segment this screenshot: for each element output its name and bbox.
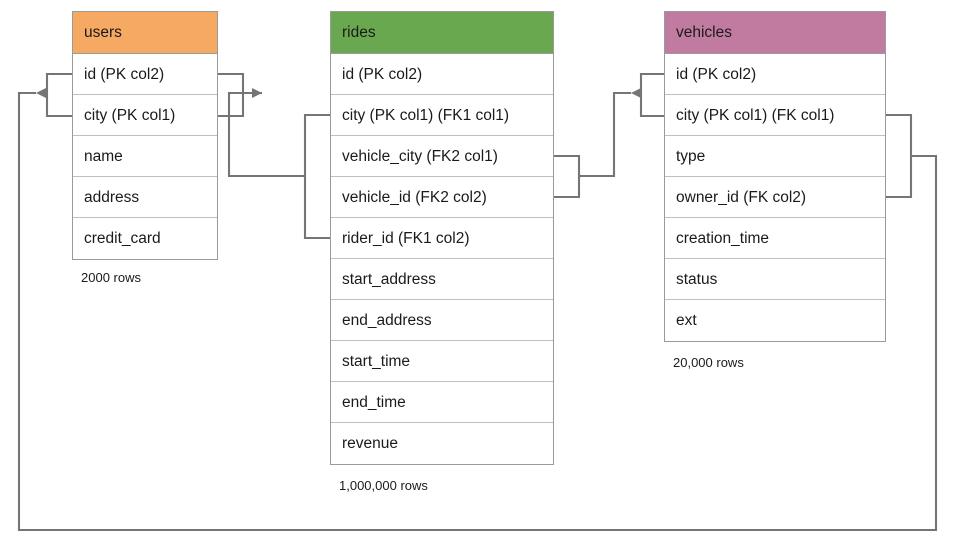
connector-fk1-rides-to-users	[227, 88, 305, 178]
table-vehicles-row-count: 20,000 rows	[673, 355, 744, 370]
table-vehicles-column-status[interactable]: status	[665, 259, 885, 300]
table-rides-column-end-address[interactable]: end_address	[331, 300, 553, 341]
table-rides-column-start-time[interactable]: start_time	[331, 341, 553, 382]
connector-rides-left-bracket-fk1	[303, 113, 330, 240]
connector-rides-right-bracket-fk2	[554, 154, 581, 199]
table-vehicles[interactable]: vehicles id (PK col2) city (PK col1) (FK…	[664, 11, 886, 342]
connector-fk2-rides-to-vehicles	[579, 88, 641, 178]
table-users-column-id[interactable]: id (PK col2)	[73, 54, 217, 95]
connector-vehicles-left-bracket	[639, 72, 664, 118]
table-rides-column-end-time[interactable]: end_time	[331, 382, 553, 423]
table-rides-column-vehicle-id[interactable]: vehicle_id (FK2 col2)	[331, 177, 553, 218]
table-vehicles-column-id[interactable]: id (PK col2)	[665, 54, 885, 95]
table-rides-column-city[interactable]: city (PK col1) (FK1 col1)	[331, 95, 553, 136]
table-users-column-credit-card[interactable]: credit_card	[84, 230, 161, 247]
table-users-header: users	[73, 12, 217, 54]
table-vehicles-column-type[interactable]: type	[665, 136, 885, 177]
connector-vehicles-right-bracket	[886, 113, 913, 199]
table-vehicles-column-ext[interactable]: ext	[676, 312, 697, 329]
table-vehicles-column-city[interactable]: city (PK col1) (FK col1)	[665, 95, 885, 136]
table-rides-column-start-address[interactable]: start_address	[331, 259, 553, 300]
table-rides-column-rider-id[interactable]: rider_id (FK1 col2)	[331, 218, 553, 259]
table-rides-column-id[interactable]: id (PK col2)	[331, 54, 553, 95]
connector-users-right-bracket	[218, 72, 245, 118]
table-users-column-city[interactable]: city (PK col1)	[73, 95, 217, 136]
table-rides[interactable]: rides id (PK col2) city (PK col1) (FK1 c…	[330, 11, 554, 465]
connector-users-left-bracket	[45, 72, 72, 118]
table-users[interactable]: users id (PK col2) city (PK col1) name a…	[72, 11, 218, 260]
table-rides-column-vehicle-city[interactable]: vehicle_city (FK2 col1)	[331, 136, 553, 177]
table-vehicles-column-owner-id[interactable]: owner_id (FK col2)	[665, 177, 885, 218]
table-users-column-address[interactable]: address	[73, 177, 217, 218]
table-users-column-name[interactable]: name	[73, 136, 217, 177]
table-rides-header: rides	[331, 12, 553, 54]
table-rides-row-count: 1,000,000 rows	[339, 478, 428, 493]
table-rides-column-revenue[interactable]: revenue	[342, 435, 399, 452]
table-vehicles-column-creation-time[interactable]: creation_time	[665, 218, 885, 259]
table-vehicles-header: vehicles	[665, 12, 885, 54]
table-users-row-count: 2000 rows	[81, 270, 141, 285]
